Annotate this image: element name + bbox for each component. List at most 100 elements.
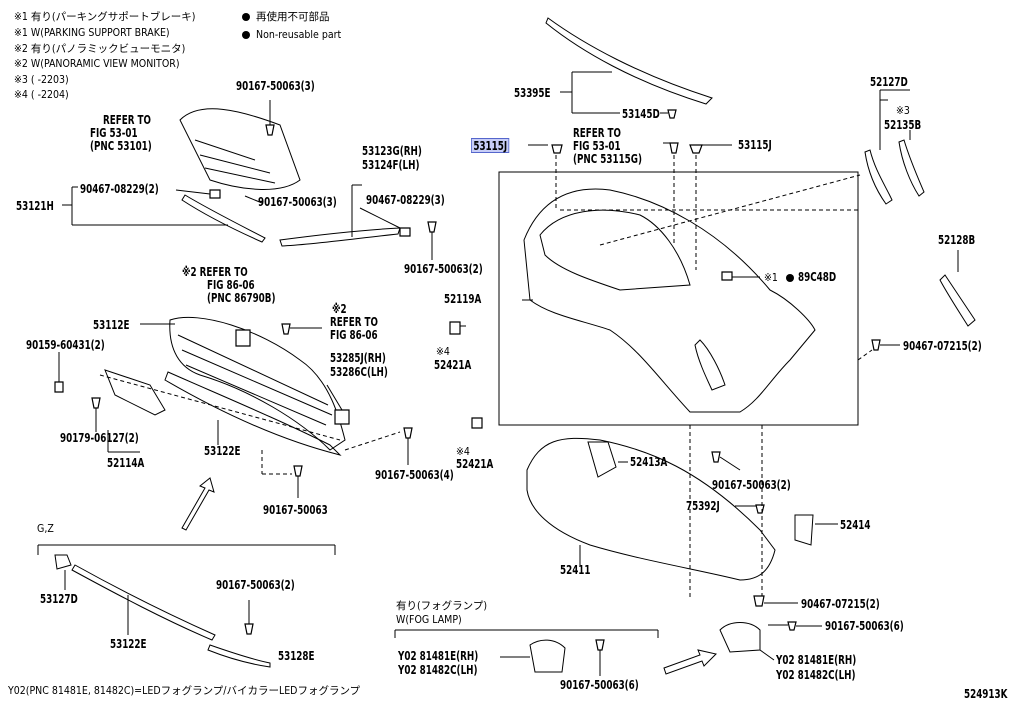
part-90167-50063[interactable]: 90167-50063 [263,502,328,517]
refer-to-53101-line3[interactable]: (PNC 53101) [90,138,152,153]
refer-to-86790b-line1[interactable]: ※2 REFER TO [182,264,248,279]
part-53112E[interactable]: 53112E [93,317,130,332]
part-53121H[interactable]: 53121H [16,198,54,213]
part-52128B[interactable]: 52128B [938,232,976,247]
fog-label-en: W(FOG LAMP) [396,614,462,626]
part-81481E-right[interactable]: Y02 81481E(RH) [776,652,857,667]
legend-line-1: ※1 有り(パーキングサポートブレーキ) [14,11,196,23]
part-90167-50063-4[interactable]: 90167-50063(4) [375,467,454,482]
legend-dot-en: Non-reusable part [256,29,342,41]
fog-lamp-rh [719,622,761,653]
part-53115J[interactable]: 53115J [738,137,772,152]
bracket-52414 [794,514,814,546]
legend-line-2: ※1 W(PARKING SUPPORT BRAKE) [14,27,170,39]
part-90467-07215-upper[interactable]: 90467-07215(2) [903,338,982,353]
side-molding [279,227,401,247]
part-53145D[interactable]: 53145D [622,106,660,121]
part-90467-07215-lower[interactable]: 90467-07215(2) [801,596,880,611]
part-90167-50063-6-right[interactable]: 90167-50063(6) [825,618,904,633]
legend-line-5: ※3 ( -2203) [14,74,69,86]
part-81482C-left[interactable]: Y02 81482C(LH) [398,662,478,677]
bracket-52413a [587,441,617,478]
lower-bumper [526,437,776,581]
part-52421A-upper[interactable]: 52421A [434,357,472,372]
side-support-rh [864,149,893,205]
part-90167-50063-3-mid[interactable]: 90167-50063(3) [258,194,337,209]
part-53122E-upper[interactable]: 53122E [204,443,241,458]
part-53127D[interactable]: 53127D [40,591,78,606]
legend-line-6: ※4 ( -2204) [14,89,69,101]
part-53122E-lower[interactable]: 53122E [110,636,147,651]
part-81482C-right[interactable]: Y02 81482C(LH) [776,667,856,682]
part-52413A[interactable]: 52413A [630,454,668,469]
part-53395E[interactable]: 53395E [514,85,551,100]
footer-note: Y02(PNC 81481E, 81482C)=LEDフォグランプ/バイカラーL… [8,685,361,697]
part-90467-08229-3[interactable]: 90467-08229(3) [366,192,445,207]
part-52414[interactable]: 52414 [840,517,871,532]
camera-cover [334,409,350,425]
gz-label: G,Z [37,523,54,535]
upper-molding-strip [545,17,713,105]
refer-to-53115g-line3[interactable]: (PNC 53115G) [573,151,642,166]
part-90167-50063-3-top[interactable]: 90167-50063(3) [236,78,315,93]
part-90467-08229-2[interactable]: 90467-08229(2) [80,181,159,196]
part-52114A[interactable]: 52114A [107,455,145,470]
part-53286C[interactable]: 53286C(LH) [330,364,388,379]
refer-to-86-06-note[interactable]: ※2 [332,301,347,316]
part-90179-06127[interactable]: 90179-06127(2) [60,430,139,445]
arrow-icon [181,477,215,531]
refer-to-53101-line1[interactable]: REFER TO [103,112,151,127]
dot-icon [242,13,250,21]
part-75392J[interactable]: 75392J [686,498,720,513]
molding-53122e [71,564,216,641]
refer-to-86-06-line2[interactable]: FIG 86-06 [330,327,378,342]
part-90167-50063-2-right[interactable]: 90167-50063(2) [712,477,791,492]
part-53128E[interactable]: 53128E [278,648,315,663]
part-90159-60431[interactable]: 90159-60431(2) [26,337,105,352]
part-53115J-highlighted[interactable]: 53115J [471,138,510,153]
part-90167-50063-2-gz[interactable]: 90167-50063(2) [216,577,295,592]
fog-lamp-lh [529,639,566,673]
note-4b: ※4 [456,446,470,458]
part-81481E-left[interactable]: Y02 81481E(RH) [398,648,479,663]
dot-icon [786,274,794,282]
legend-line-4: ※2 W(PANORAMIC VIEW MONITOR) [14,58,180,70]
lower-grille [169,316,346,451]
part-53124F[interactable]: 53124F(LH) [362,157,420,172]
diagram-id: 524913K [964,686,1008,701]
refer-to-53115g-line1[interactable]: REFER TO [573,125,621,140]
arrow-icon [663,649,717,675]
part-52127D[interactable]: 52127D [870,74,908,89]
part-90167-50063-6-left[interactable]: 90167-50063(6) [560,677,639,692]
grille-lower-molding [164,371,342,456]
note-1: ※1 [764,272,778,284]
bumper-cover-box [498,171,859,426]
dot-icon [242,31,250,39]
part-90167-50063-2-mid[interactable]: 90167-50063(2) [404,261,483,276]
refer-to-53115g-line2[interactable]: FIG 53-01 [573,138,621,153]
part-53285J[interactable]: 53285J(RH) [330,350,386,365]
part-53123G[interactable]: 53123G(RH) [362,143,422,158]
molding-end-53128e [207,644,271,668]
molding-end-53127d [54,554,72,570]
bumper-cover [523,188,816,413]
note-3: ※3 [896,105,910,117]
refer-to-53101-line2[interactable]: FIG 53-01 [90,125,138,140]
part-52411[interactable]: 52411 [560,562,591,577]
bracket-52114a [104,369,166,416]
refer-to-86790b-line2[interactable]: FIG 86-06 [207,277,255,292]
part-52135B[interactable]: 52135B [884,117,922,132]
refer-to-86790b-line3[interactable]: (PNC 86790B) [207,290,276,305]
part-52421A-lower[interactable]: 52421A [456,456,494,471]
reflector [939,274,976,327]
part-89C48D[interactable]: 89C48D [798,269,837,284]
legend-dot-ja: 再使用不可部品 [256,11,330,23]
legend-line-3: ※2 有り(パノラミックビューモニタ) [14,43,186,55]
grille-molding [181,194,266,243]
refer-to-86-06-line1[interactable]: REFER TO [330,314,378,329]
part-52119A[interactable]: 52119A [444,291,482,306]
note-4a: ※4 [436,346,450,358]
fog-label-ja: 有り(フォグランプ) [396,600,488,612]
